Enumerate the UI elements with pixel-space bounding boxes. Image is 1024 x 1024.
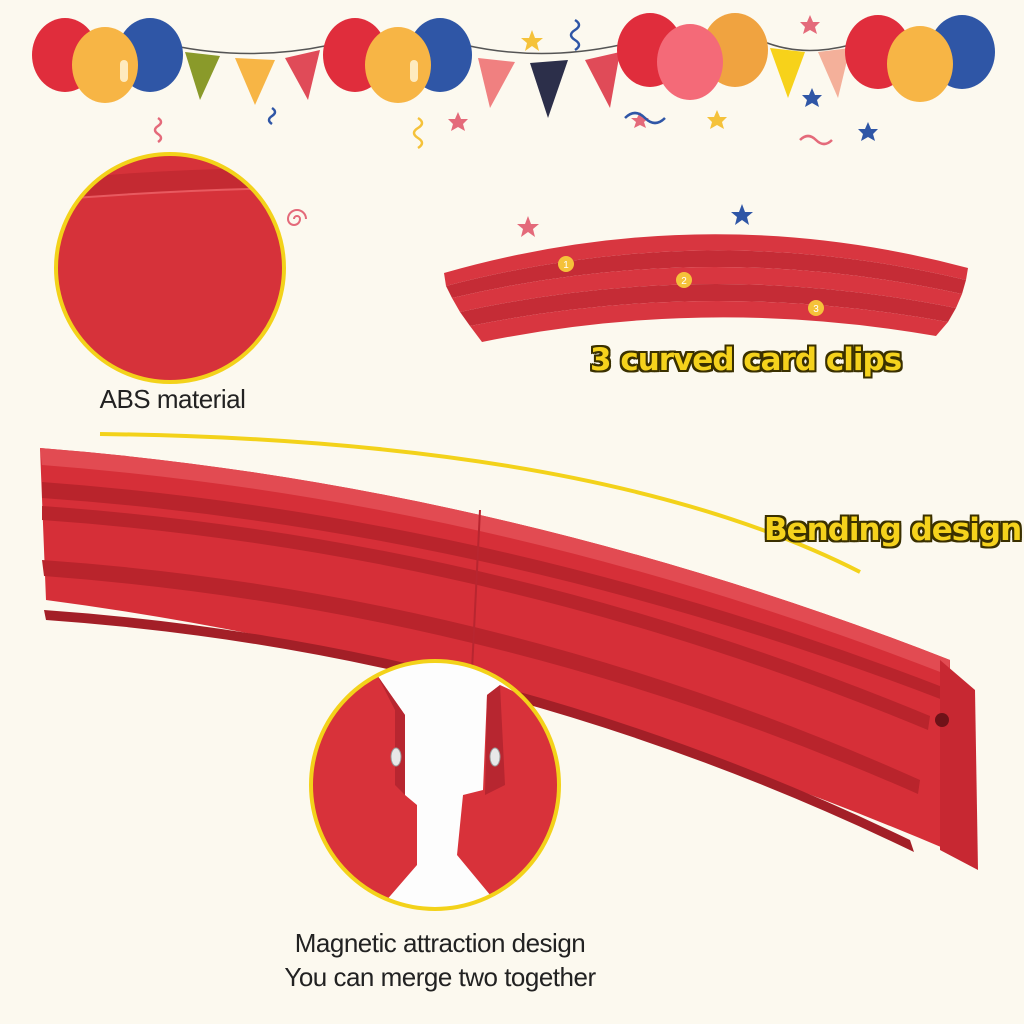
svg-text:1: 1 bbox=[563, 260, 569, 271]
pennant-flag-icon bbox=[478, 52, 620, 118]
marker-2: 2 bbox=[676, 272, 692, 288]
magnetic-label-line1: Magnetic attraction design bbox=[294, 928, 586, 958]
marker-1: 1 bbox=[558, 256, 574, 272]
curved-clips-label: 3 curved card clips bbox=[590, 342, 902, 378]
balloon-icon bbox=[845, 15, 995, 102]
balloon-icon bbox=[617, 13, 768, 100]
confetti-swirl-icon bbox=[153, 18, 833, 150]
svg-text:3: 3 bbox=[813, 304, 819, 315]
curved-clip-illustration: 1 2 3 bbox=[444, 204, 968, 342]
star-icon bbox=[448, 15, 878, 141]
bending-holder-illustration bbox=[40, 432, 978, 870]
magnet-icon bbox=[390, 747, 501, 767]
confetti-swirl-icon bbox=[286, 209, 307, 226]
abs-material-closeup bbox=[54, 152, 286, 384]
party-banner bbox=[32, 13, 995, 150]
star-icon bbox=[517, 204, 753, 237]
pennant-flag-icon bbox=[185, 50, 320, 105]
bending-design-label: Bending design bbox=[764, 512, 1022, 548]
pennant-flag-icon bbox=[770, 48, 850, 98]
marker-3: 3 bbox=[808, 300, 824, 316]
abs-material-label: ABS material bbox=[99, 384, 246, 414]
balloon-icon bbox=[32, 18, 183, 103]
svg-text:2: 2 bbox=[681, 276, 687, 287]
magnetic-label-line2: You can merge two together bbox=[284, 962, 596, 992]
clip-markers: 1 2 3 bbox=[558, 256, 824, 316]
balloon-icon bbox=[323, 18, 472, 103]
magnetic-closeup bbox=[309, 659, 561, 911]
